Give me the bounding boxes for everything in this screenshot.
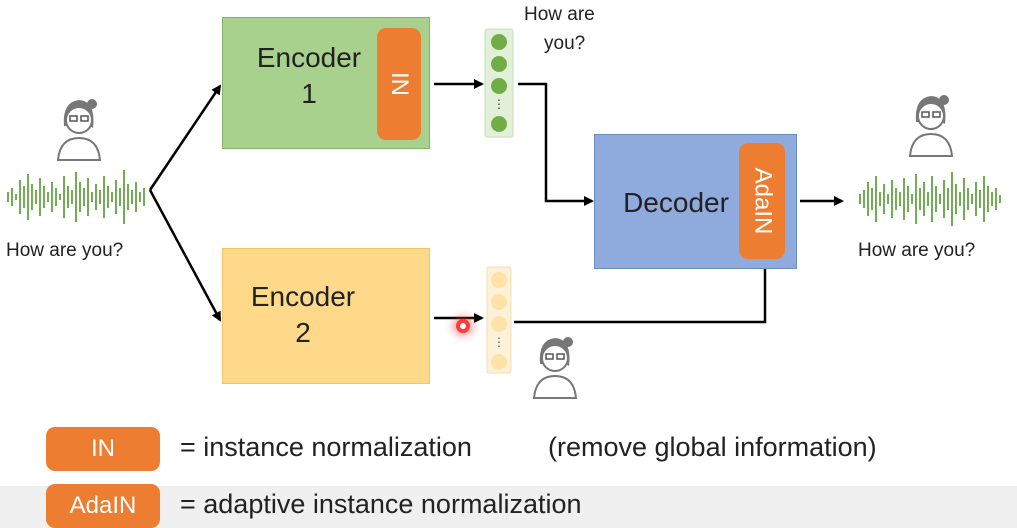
speaker-icon: [532, 337, 578, 399]
decoder-label: Decoder: [623, 187, 729, 218]
legend-adain-text: = adaptive instance normalization: [180, 489, 582, 519]
laser-pointer-dot: [456, 319, 470, 333]
waveform-icon: [7, 170, 145, 224]
decoder-block: Decoder AdaIN: [594, 134, 797, 269]
svg-text:⋮: ⋮: [493, 335, 505, 349]
legend-in-note: (remove global information): [548, 432, 877, 462]
encoder-2-block: Encoder 2: [222, 248, 430, 384]
adain-badge: AdaIN: [739, 143, 785, 259]
speaker-icon: [56, 99, 102, 161]
output-caption: How are you?: [858, 240, 976, 261]
input-caption: How are you?: [6, 240, 124, 261]
encoder-2-number: 2: [295, 317, 311, 349]
encoder-2-label: Encoder: [250, 281, 356, 312]
legend-in-badge: IN: [46, 427, 160, 471]
svg-text:⋮: ⋮: [493, 97, 505, 111]
instance-norm-badge: IN: [377, 28, 421, 140]
speaker-vector-icon: ⋮: [486, 266, 512, 374]
encoder-1-label: Encoder: [256, 42, 362, 73]
footer-band: [0, 486, 1017, 528]
encoder-1-block: Encoder 1 IN: [222, 17, 430, 149]
content-caption-line1: How are: [524, 4, 595, 25]
legend-in-text: = instance normalization: [180, 432, 472, 462]
content-vector-icon: ⋮: [484, 28, 514, 138]
encoder-1-number: 1: [301, 78, 317, 110]
content-caption-line2: you?: [544, 33, 586, 54]
speaker-icon: [908, 95, 954, 157]
waveform-icon: [859, 172, 1001, 226]
legend-adain-badge: AdaIN: [46, 484, 160, 528]
